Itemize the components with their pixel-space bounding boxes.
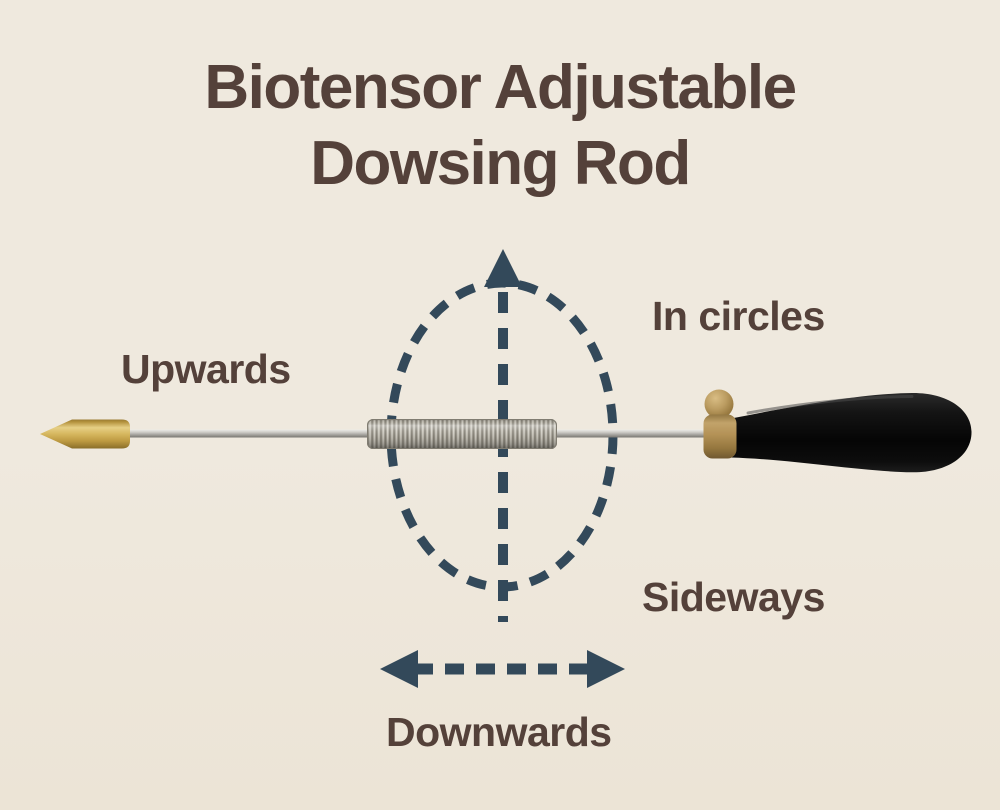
page-title: Biotensor Adjustable Dowsing Rod <box>0 50 1000 202</box>
rod-brass-knob <box>704 389 734 419</box>
label-downwards: Downwards <box>386 709 612 755</box>
title-line-1: Biotensor Adjustable <box>204 53 797 122</box>
rod-spring-coil <box>367 419 557 449</box>
left-arrow-icon <box>380 650 418 688</box>
right-arrow-icon <box>587 650 625 688</box>
rod-brass-tip <box>40 419 130 449</box>
rod-black-handle <box>727 392 972 473</box>
handle-sheen-highlight <box>746 395 914 415</box>
up-arrow-icon <box>484 249 522 287</box>
title-line-2: Dowsing Rod <box>310 129 691 198</box>
label-in-circles: In circles <box>652 293 825 339</box>
rod-brass-collar <box>703 414 737 459</box>
label-upwards: Upwards <box>121 346 291 392</box>
label-sideways: Sideways <box>642 574 825 620</box>
